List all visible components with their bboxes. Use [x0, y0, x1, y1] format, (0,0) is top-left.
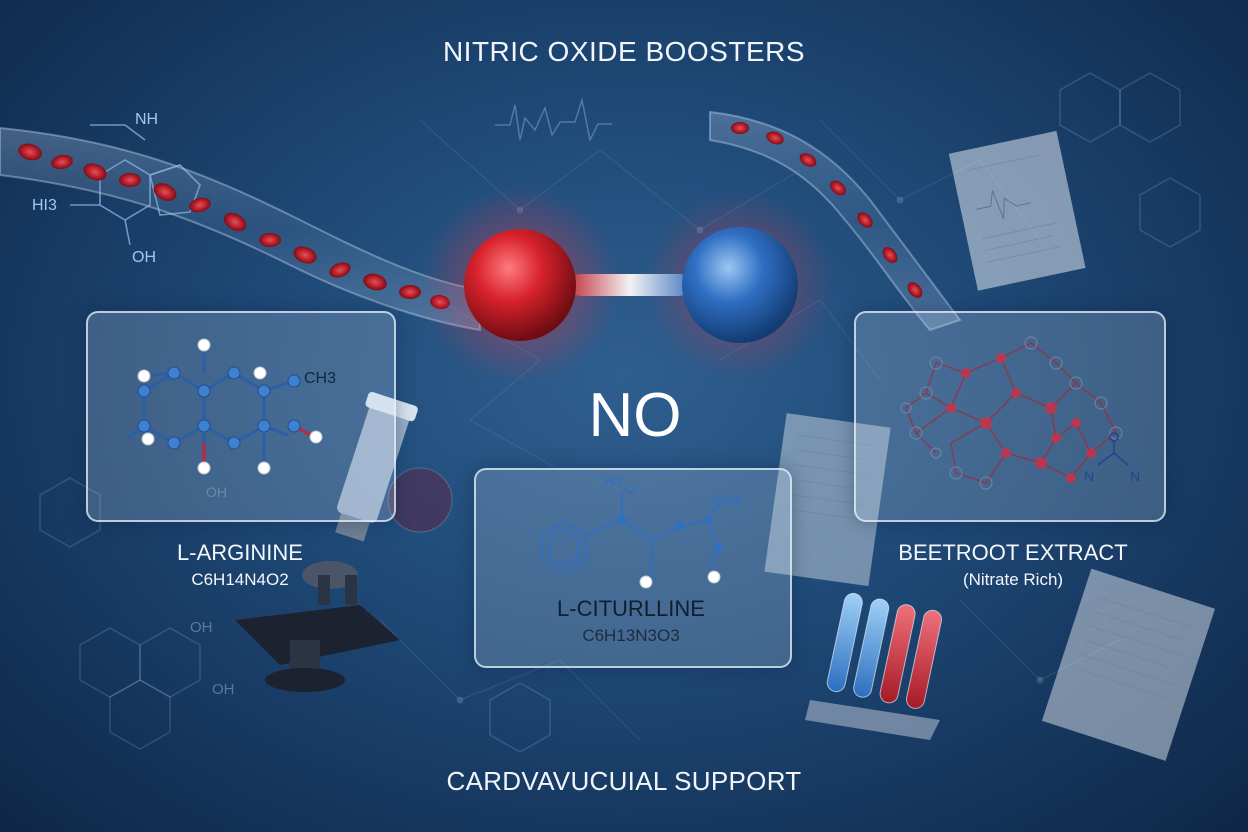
ch3-label: CH3	[304, 370, 336, 387]
label-nh: NH	[135, 111, 158, 128]
document-sheets	[764, 130, 1215, 761]
no-molecule	[420, 185, 835, 385]
l-citrulline-card: H3 OH3	[474, 468, 792, 668]
footer-text: CARDVAVUCUIAL SUPPORT	[446, 766, 802, 796]
oh3-label: OH3	[712, 493, 741, 509]
nitrogen-atom	[682, 227, 798, 343]
n-label-2: N	[1130, 468, 1140, 484]
no-molecule-label: NO	[588, 381, 682, 450]
hexagon-structures	[39, 72, 1201, 753]
oxygen-atom	[464, 229, 576, 341]
waveform	[495, 97, 612, 143]
n-label-1: N	[1084, 468, 1094, 484]
page-title: NITRIC OXIDE BOOSTERS	[442, 36, 806, 67]
test-tubes-illustration	[805, 592, 943, 740]
label-oh-upper: OH	[132, 249, 156, 266]
h3-label: H3	[604, 473, 622, 489]
microscope-illustration	[235, 391, 418, 692]
blood-vessel-right	[709, 110, 962, 332]
l-arginine-structure: CH3 OH	[127, 338, 336, 500]
blood-vessel-left	[0, 126, 481, 332]
oh-label-left-card: OH	[206, 484, 227, 500]
l-citrulline-caption: L-CITURLLINE C6H13N3O3	[474, 596, 788, 646]
beetroot-molecule-cluster: N N	[900, 336, 1140, 490]
l-arginine-card: CH3 OH	[86, 311, 396, 522]
beetroot-extract-caption: BEETROOT EXTRACT (Nitrate Rich)	[878, 540, 1148, 590]
l-arginine-caption: L-ARGININE C6H14N4O2	[130, 540, 350, 590]
bg-label-oh-1: OH	[190, 619, 213, 636]
l-citrulline-name: L-CITURLLINE	[557, 596, 705, 621]
l-citrulline-formula: C6H13N3O3	[582, 626, 680, 645]
cell-illustration	[387, 467, 453, 533]
label-hl3: HI3	[32, 197, 57, 214]
bg-label-oh-2: OH	[212, 681, 235, 698]
beetroot-extract-name: BEETROOT EXTRACT	[898, 540, 1128, 565]
l-arginine-name: L-ARGININE	[177, 540, 303, 565]
l-arginine-formula: C6H14N4O2	[191, 570, 289, 589]
l-citrulline-structure: H3 OH3	[541, 473, 741, 589]
beetroot-extract-subtitle: (Nitrate Rich)	[962, 570, 1064, 589]
beetroot-extract-card: N N	[854, 311, 1166, 522]
